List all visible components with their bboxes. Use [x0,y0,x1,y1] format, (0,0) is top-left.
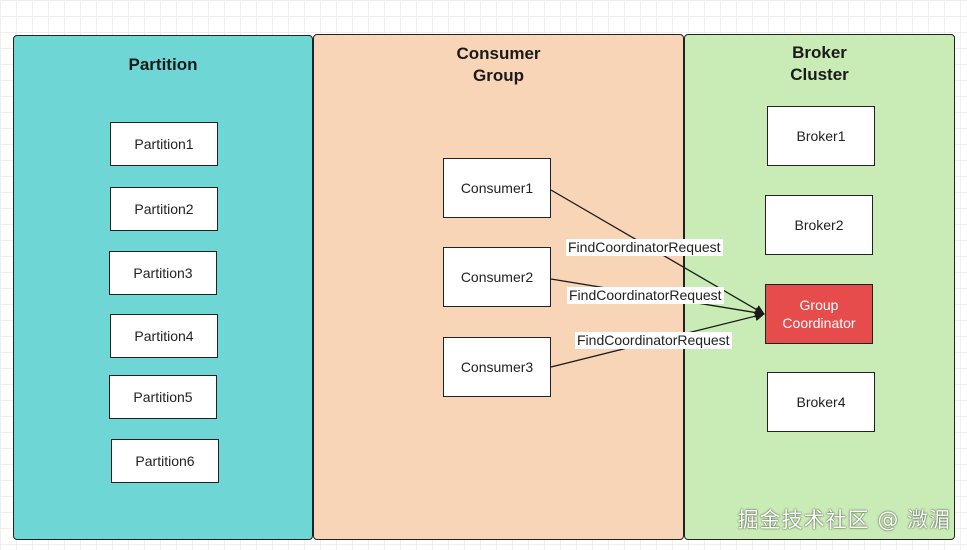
partition-node-5[interactable]: Partition5 [109,375,217,419]
broker-node-4[interactable]: Broker4 [767,372,875,432]
partition-node-1[interactable]: Partition1 [110,122,218,166]
consumer-node-1[interactable]: Consumer1 [443,158,551,218]
partition-node-3[interactable]: Partition3 [109,251,217,295]
edge-label-consumer2: FindCoordinatorRequest [567,287,724,304]
partition-node-4[interactable]: Partition4 [110,314,218,358]
partition-node-2[interactable]: Partition2 [110,187,218,231]
group-coordinator-node[interactable]: Group Coordinator [765,284,873,344]
edge-label-consumer3: FindCoordinatorRequest [575,332,732,349]
broker-cluster-panel-title: Broker Cluster [790,43,849,84]
consumer-node-2[interactable]: Consumer2 [443,247,551,307]
broker-node-2[interactable]: Broker2 [765,195,873,255]
partition-panel-title: Partition [128,55,198,74]
partition-node-6[interactable]: Partition6 [111,439,219,483]
consumer-group-panel-title: Consumer Group [456,44,541,85]
consumer-node-3[interactable]: Consumer3 [443,337,551,397]
watermark: 掘金技术社区 @ 溦湄 [737,508,951,532]
edge-label-consumer1: FindCoordinatorRequest [566,239,723,256]
broker-node-1[interactable]: Broker1 [767,106,875,166]
